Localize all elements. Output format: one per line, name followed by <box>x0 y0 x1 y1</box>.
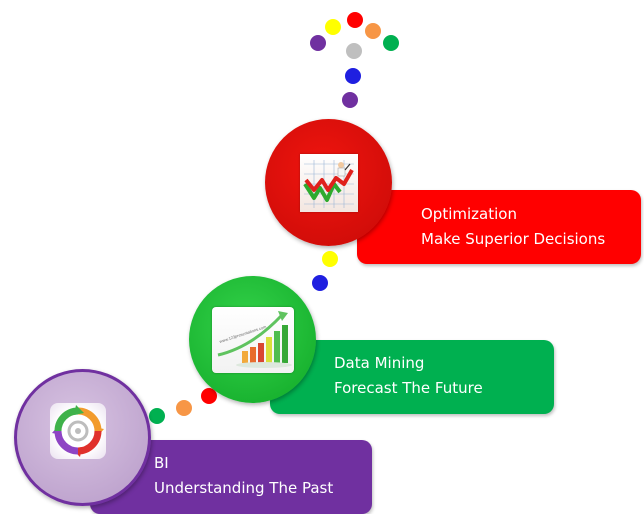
path-dot-orange <box>176 400 192 416</box>
path-dot-green <box>149 408 165 424</box>
path-dot-yellow <box>322 251 338 267</box>
optimization-subtitle: Make Superior Decisions <box>421 230 606 248</box>
optimization-circle <box>265 119 392 246</box>
path-dot-green-top <box>383 35 399 51</box>
path-dot-purple <box>342 92 358 108</box>
path-dot-red-top <box>347 12 363 28</box>
path-dot-yellow-top <box>325 19 341 35</box>
bi-title: BI <box>154 454 169 472</box>
data-mining-circle: www.123presentations.com <box>189 276 316 403</box>
growth-bar-chart-icon: www.123presentations.com <box>211 306 294 373</box>
path-dot-orange-top <box>365 23 381 39</box>
path-dot-blue-top <box>345 68 361 84</box>
path-dot-blue <box>312 275 328 291</box>
optimization-card: Optimization Make Superior Decisions <box>357 190 641 264</box>
bi-circle <box>14 369 151 506</box>
cycle-arrows-icon <box>49 402 106 459</box>
trend-chart-with-person-icon <box>299 153 358 212</box>
data-mining-subtitle: Forecast The Future <box>334 379 483 397</box>
path-dot-purple-left <box>310 35 326 51</box>
optimization-title: Optimization <box>421 205 517 223</box>
data-mining-card: Data Mining Forecast The Future <box>270 340 554 414</box>
path-dot-gray <box>346 43 362 59</box>
path-dot-red <box>201 388 217 404</box>
data-mining-title: Data Mining <box>334 354 425 372</box>
bi-subtitle: Understanding The Past <box>154 479 334 497</box>
